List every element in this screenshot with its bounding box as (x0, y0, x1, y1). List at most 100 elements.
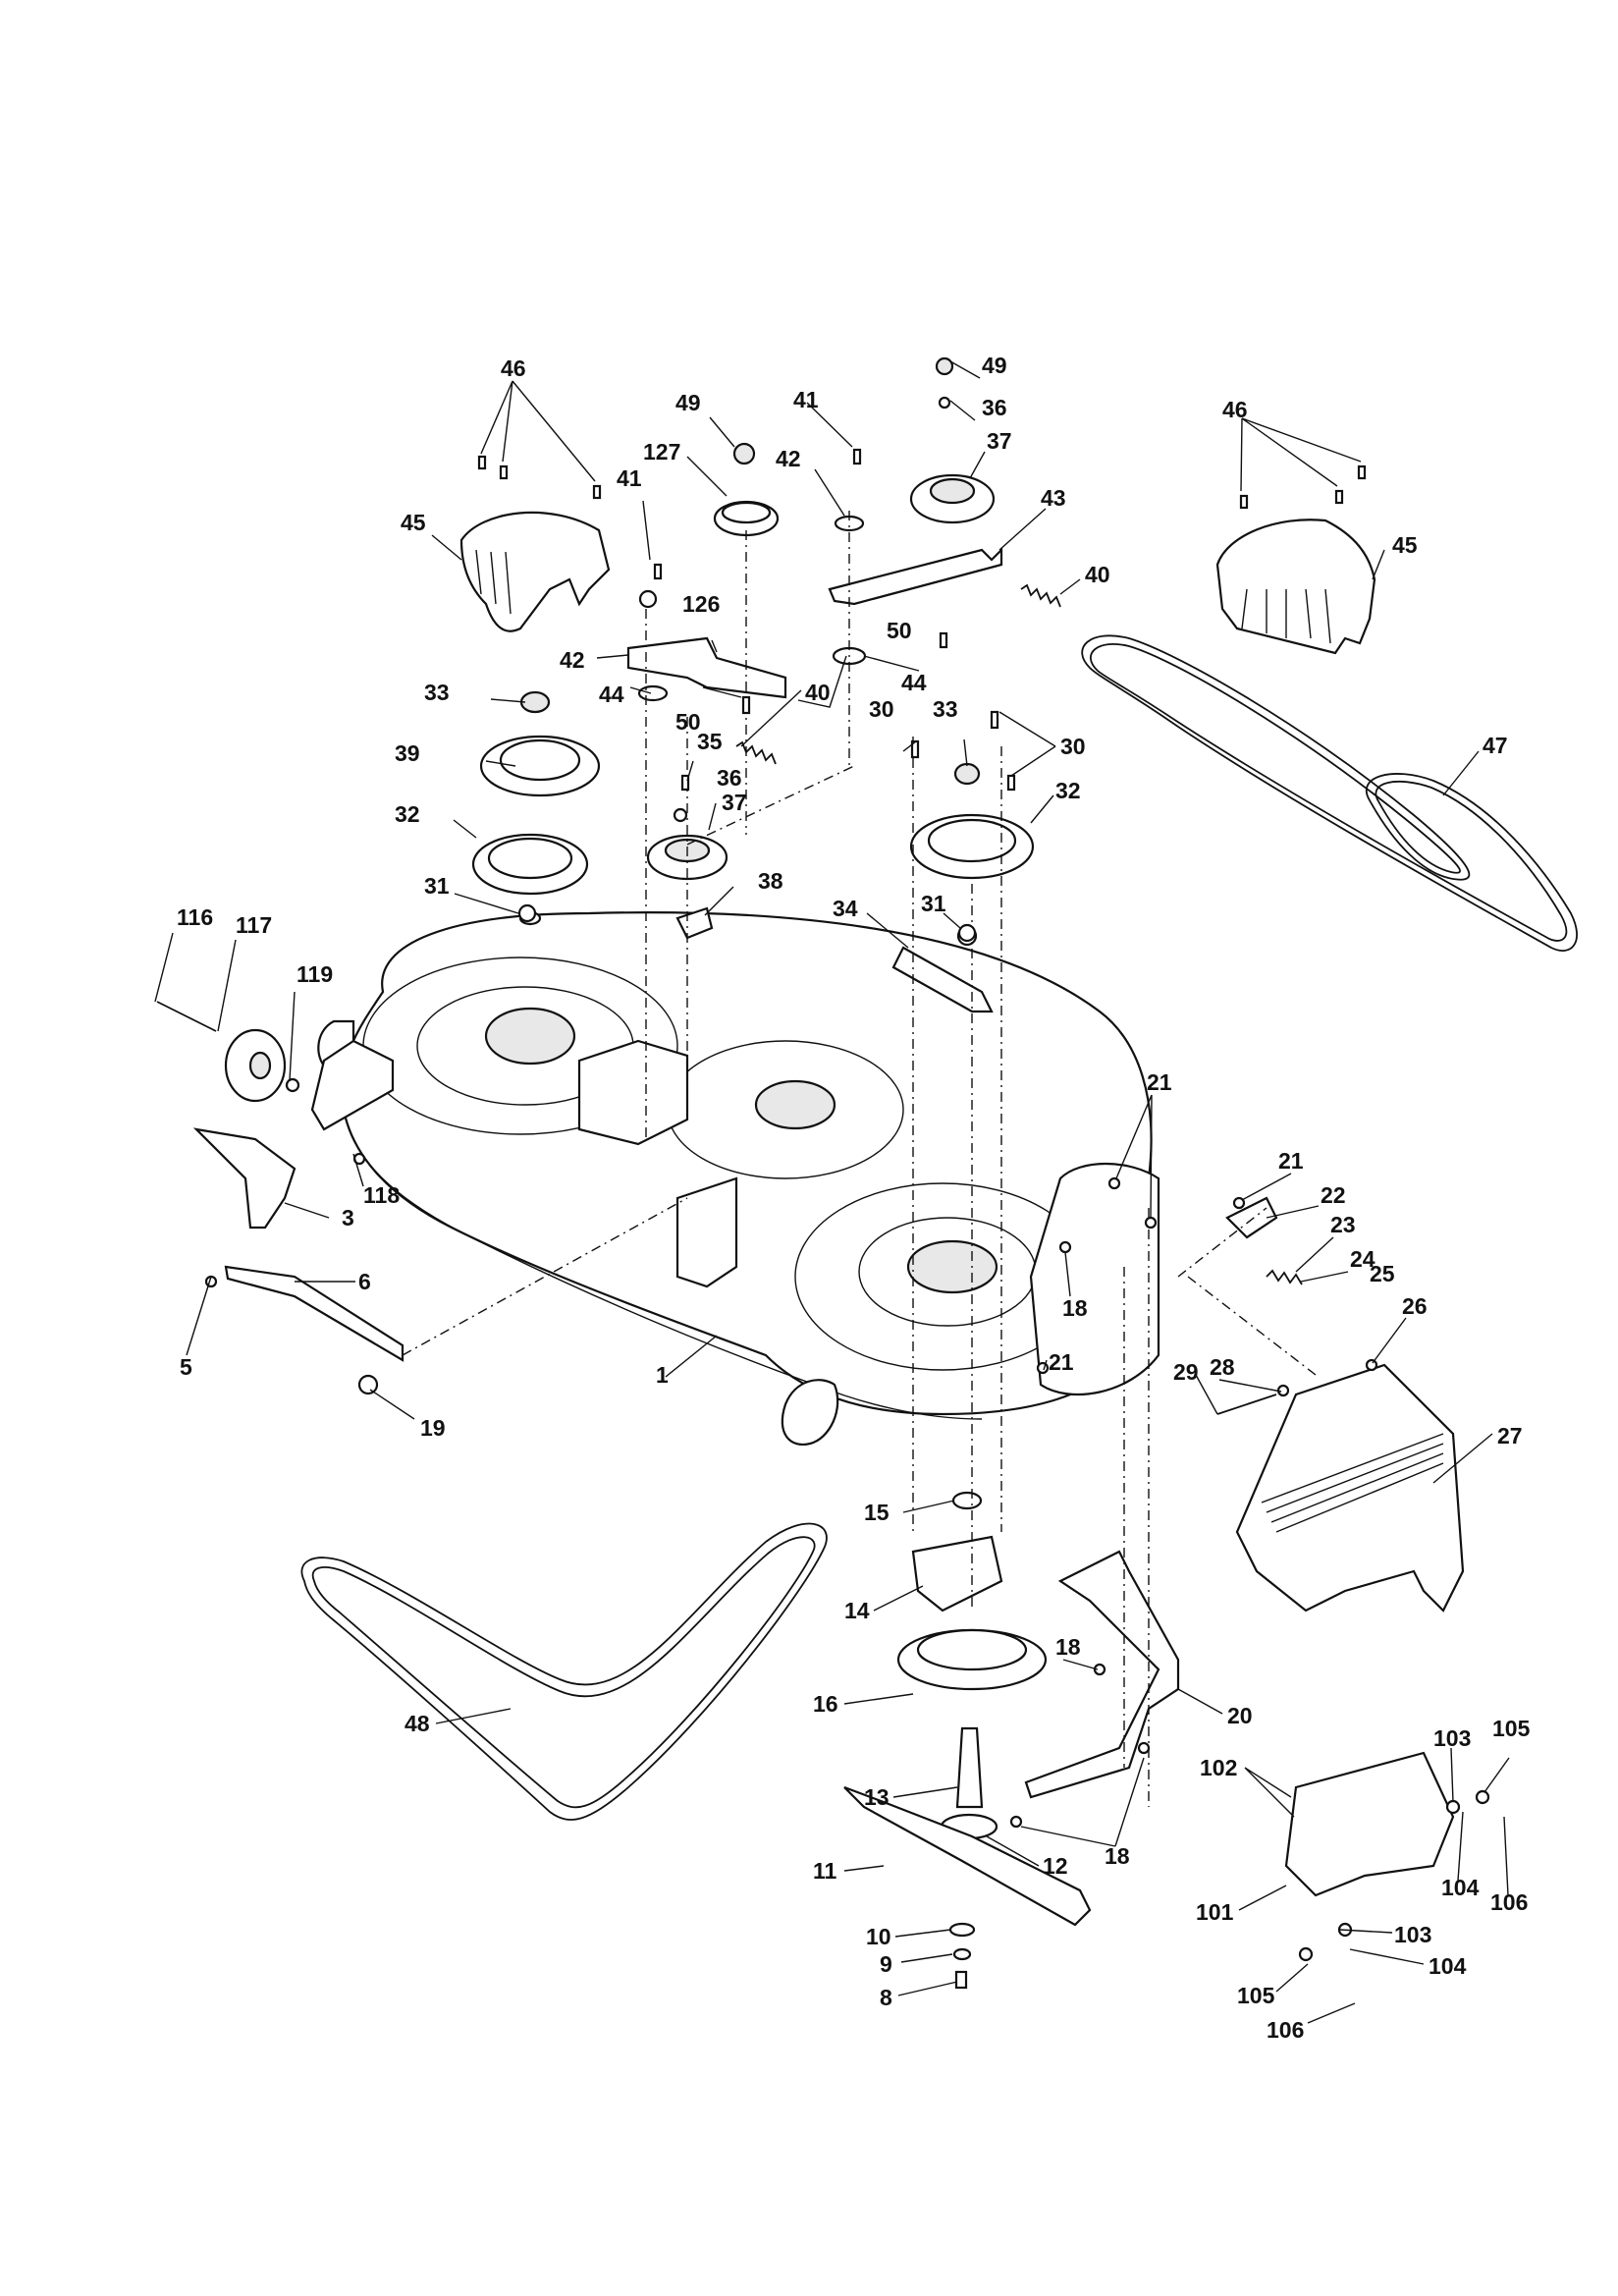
idler-arm-43 (828, 515, 1003, 666)
callout-44: 44 (901, 670, 927, 695)
callout-127: 127 (643, 439, 680, 465)
callout-116: 116 (177, 904, 213, 930)
callout-23: 23 (1330, 1212, 1356, 1237)
callout-26: 26 (1402, 1293, 1428, 1319)
pulley-127 (713, 442, 780, 537)
belt-cover-right (1215, 519, 1376, 655)
callout-18: 18 (1062, 1295, 1088, 1321)
callout-40: 40 (1085, 562, 1110, 587)
callout-33: 33 (424, 680, 450, 705)
deck-housing (310, 911, 1160, 1447)
callout-104: 104 (1441, 1875, 1480, 1900)
callout-103: 103 (1433, 1725, 1471, 1751)
callout-106: 106 (1267, 2017, 1304, 2043)
callout-46: 46 (1222, 397, 1248, 422)
spring-40 (735, 583, 1061, 765)
callout-48: 48 (404, 1711, 430, 1736)
callout-14: 14 (844, 1598, 870, 1623)
callout-104: 104 (1429, 1953, 1467, 1979)
callout-24: 24 (1350, 1246, 1375, 1272)
callout-6: 6 (358, 1269, 371, 1294)
callout-18: 18 (1105, 1843, 1130, 1869)
bracket-38 (675, 906, 714, 940)
link-6 (224, 1265, 404, 1362)
callout-27: 27 (1497, 1423, 1523, 1449)
callout-101: 101 (1196, 1899, 1234, 1925)
callout-35: 35 (697, 729, 723, 754)
callout-16: 16 (813, 1691, 838, 1717)
callout-3: 3 (342, 1205, 354, 1230)
gauge-wheel (156, 1001, 300, 1103)
chute-bracket (1216, 1196, 1303, 1415)
callout-38: 38 (758, 868, 783, 894)
callout-18: 18 (1055, 1634, 1081, 1660)
callout-labels: 46 45 49 127 41 42 41 42 49 36 37 43 40 … (177, 353, 1531, 2043)
callout-30: 30 (1060, 734, 1086, 759)
belt-48 (300, 1522, 828, 1821)
bracket-34 (891, 946, 994, 1013)
callout-46: 46 (501, 355, 526, 381)
callout-28: 28 (1210, 1354, 1235, 1380)
callout-37: 37 (987, 428, 1012, 454)
callout-20: 20 (1227, 1703, 1253, 1728)
blade-11 (843, 1785, 1092, 1927)
callout-119: 119 (297, 961, 333, 987)
callout-36: 36 (982, 395, 1007, 420)
callout-47: 47 (1483, 733, 1508, 758)
belt-47 (1081, 634, 1578, 952)
spindle-assembly (896, 1491, 1048, 1840)
callout-33: 33 (933, 696, 958, 722)
callout-19: 19 (420, 1415, 446, 1441)
callout-31: 31 (921, 891, 946, 916)
callout-21: 21 (1278, 1148, 1304, 1174)
callout-117: 117 (236, 912, 272, 938)
callout-25: 25 (1370, 1261, 1395, 1286)
callout-21: 21 (1147, 1069, 1172, 1095)
callout-29: 29 (1173, 1359, 1199, 1385)
callout-10: 10 (866, 1924, 891, 1949)
discharge-chute (1235, 1363, 1465, 1613)
callout-118: 118 (363, 1182, 400, 1208)
pulley-32-right (909, 762, 1035, 947)
callout-39: 39 (395, 740, 420, 766)
callout-102: 102 (1200, 1755, 1237, 1780)
deflector-101 (1284, 1751, 1490, 1962)
baffle-20 (1024, 1550, 1180, 1799)
assembly-lines (402, 511, 1317, 1807)
callout-32: 32 (1055, 778, 1081, 803)
callout-41: 41 (793, 387, 819, 412)
callout-50: 50 (675, 709, 701, 735)
pulley-37-top (909, 356, 996, 524)
callout-9: 9 (880, 1951, 892, 1977)
callout-41: 41 (617, 465, 642, 491)
callout-44: 44 (599, 682, 624, 707)
blade-hardware (948, 1922, 976, 1990)
callout-49: 49 (675, 390, 701, 415)
callout-1: 1 (656, 1362, 669, 1388)
callout-36: 36 (717, 765, 742, 791)
callout-22: 22 (1321, 1182, 1346, 1208)
callout-37: 37 (722, 790, 747, 815)
callout-106: 106 (1490, 1889, 1528, 1915)
callout-31: 31 (424, 873, 450, 899)
belt-cover-left (459, 511, 611, 632)
callout-42: 42 (776, 446, 801, 471)
callout-12: 12 (1043, 1853, 1068, 1879)
callout-8: 8 (880, 1985, 892, 2010)
callout-30: 30 (869, 696, 894, 722)
callout-43: 43 (1041, 485, 1066, 511)
callout-105: 105 (1492, 1716, 1531, 1741)
callout-49: 49 (982, 353, 1007, 378)
callout-15: 15 (864, 1500, 890, 1525)
pulley-39 (479, 690, 601, 797)
callout-50: 50 (887, 618, 912, 643)
callout-105: 105 (1237, 1983, 1275, 2008)
callout-11: 11 (813, 1858, 837, 1884)
callout-13: 13 (864, 1784, 890, 1810)
callout-45: 45 (401, 510, 426, 535)
callout-42: 42 (560, 647, 585, 673)
callout-5: 5 (180, 1354, 192, 1380)
callout-34: 34 (833, 896, 858, 921)
callout-45: 45 (1392, 532, 1418, 558)
